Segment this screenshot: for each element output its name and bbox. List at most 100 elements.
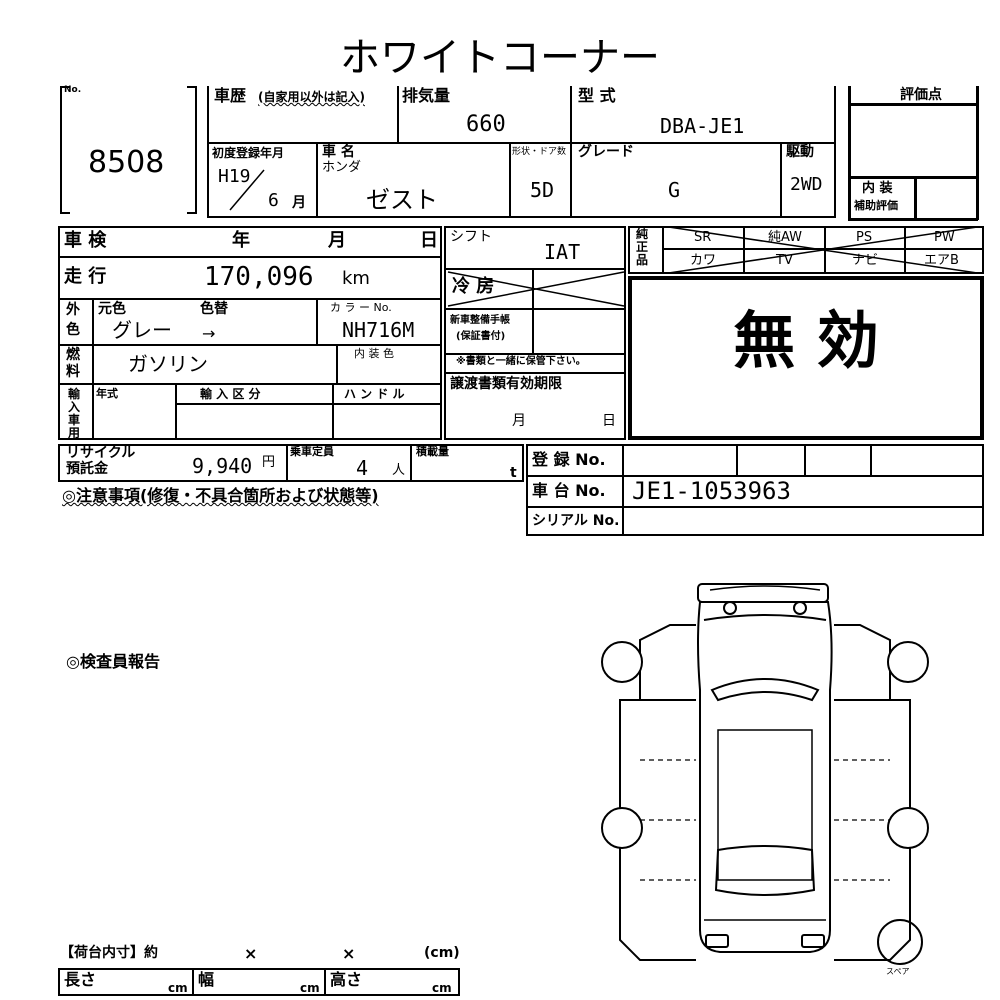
service-book-label-1: 新車整備手帳 xyxy=(450,315,510,326)
recycle-unit: 円 xyxy=(262,455,276,470)
displacement-label: 排気量 xyxy=(402,86,451,105)
service-book-note: ※書類と一緒に保管下さい。 xyxy=(456,356,586,367)
cargo-x2: × xyxy=(342,944,356,963)
equip-leather: カワ xyxy=(690,253,717,268)
capacity-label: 乗車定員 xyxy=(290,445,334,458)
aircon-cross xyxy=(447,271,625,307)
equipment-label: 純正品 xyxy=(636,227,649,267)
interior-score-label: 内 装 xyxy=(862,181,893,196)
cargo-heading: 【荷台内寸】約 xyxy=(60,945,158,961)
transfer-month-unit: 月 xyxy=(512,413,526,429)
wheel-front-left xyxy=(601,641,643,683)
car-name: ゼスト xyxy=(366,186,438,214)
first-reg-month-unit: 月 xyxy=(292,195,306,211)
history-note: (自家用以外は記入) xyxy=(258,90,365,104)
cargo-width-label: 幅 xyxy=(198,970,215,989)
recycle-value: 9,940 xyxy=(192,454,253,478)
aircon-label: 冷 房 xyxy=(452,276,495,297)
transfer-day-unit: 日 xyxy=(602,413,616,429)
fuel-label-1: 燃 xyxy=(66,347,80,363)
equip-alloy: 純AW xyxy=(768,230,803,245)
repaint-value: → xyxy=(202,324,216,343)
wheel-front-right xyxy=(887,641,929,683)
inspection-month-unit: 月 xyxy=(328,230,346,251)
interior-color-label: 内 装 色 xyxy=(354,347,394,360)
model-value: DBA-JE1 xyxy=(660,114,745,138)
lot-bracket-right xyxy=(195,86,197,214)
equip-tv: TV xyxy=(776,253,793,268)
equip-airbag: エアB xyxy=(924,253,959,268)
model-label: 型 式 xyxy=(578,86,616,105)
chassis-label: 車 台 No. xyxy=(532,481,606,500)
spare-tire-icon xyxy=(877,919,923,965)
car-diagram xyxy=(601,583,929,961)
left-side xyxy=(619,699,696,961)
spare-label: スペア xyxy=(886,967,910,976)
equipment-cross xyxy=(662,226,984,274)
registration-label: 登 録 No. xyxy=(532,450,606,469)
lot-bracket-left xyxy=(60,86,62,214)
rear-window xyxy=(714,845,816,896)
transfer-label: 譲渡書類有効期限 xyxy=(450,376,562,392)
recycle-label-1: リサイクル xyxy=(66,445,136,461)
first-reg-label: 初度登録年月 xyxy=(212,146,285,160)
lot-no-label: No. xyxy=(64,85,82,95)
shift-value: IAT xyxy=(544,240,581,264)
notes-heading: ◎注意事項(修復・不具合箇所および状態等) xyxy=(62,486,379,505)
page-title: ホワイトコーナー xyxy=(340,35,660,81)
car-body xyxy=(697,601,833,953)
right-side xyxy=(834,699,911,961)
mileage-label: 走 行 xyxy=(64,266,107,287)
inspection-day-unit: 日 xyxy=(420,230,438,251)
void-stamp: 無 効 xyxy=(733,304,879,377)
cargo-length-cm: cm xyxy=(168,981,188,995)
recycle-label-2: 預託金 xyxy=(66,461,108,477)
exterior-label-2: 色 xyxy=(66,322,80,338)
cargo-height-cm: cm xyxy=(432,981,452,995)
interior-score-sub: 補助評価 xyxy=(854,199,898,212)
equip-sr: SR xyxy=(694,230,712,245)
orig-color: グレー xyxy=(112,318,172,342)
orig-color-label: 元色 xyxy=(98,301,126,317)
wheel-rear-left xyxy=(601,807,643,849)
mileage-value: 170,096 xyxy=(204,262,314,292)
cargo-x1: × xyxy=(244,944,258,963)
windshield xyxy=(710,678,820,702)
load-label: 積載量 xyxy=(416,445,449,458)
load-unit: t xyxy=(510,465,517,481)
displacement-value: 660 xyxy=(466,112,506,137)
score-label: 評価点 xyxy=(900,87,942,103)
inspector-heading: ◎検査員報告 xyxy=(66,652,160,671)
drive-label: 駆動 xyxy=(786,144,814,160)
capacity-value: 4 xyxy=(356,456,369,480)
mileage-unit: km xyxy=(342,268,370,289)
handle-label: ハ ン ド ル xyxy=(344,387,405,401)
void-stamp-box xyxy=(628,276,984,440)
grade-value: G xyxy=(668,178,681,202)
exterior-label-1: 外 xyxy=(66,302,80,318)
color-code: NH716M xyxy=(342,318,415,342)
import-label: 輸入車用 xyxy=(68,387,81,440)
serial-label: シリアル No. xyxy=(532,513,620,529)
service-book-label-2: (保証書付) xyxy=(456,331,506,342)
history-label: 車歴 xyxy=(214,86,247,105)
left-mirror-panel xyxy=(639,624,696,700)
import-year-label: 年式 xyxy=(96,387,118,400)
equip-ps: PS xyxy=(856,230,873,245)
inspection-label: 車 検 xyxy=(64,230,107,251)
cargo-height-label: 高さ xyxy=(330,970,363,989)
lot-number: 8508 xyxy=(88,145,165,180)
first-reg-month: 6 xyxy=(268,190,279,211)
first-reg-era: H19 xyxy=(218,166,251,187)
grade-label: グレード xyxy=(578,144,634,160)
cargo-unit: (cm) xyxy=(424,945,460,961)
equip-pw: PW xyxy=(934,230,955,245)
fuel-value: ガソリン xyxy=(128,352,208,376)
wheel-rear-right xyxy=(887,807,929,849)
repaint-label: 色替 xyxy=(200,301,228,317)
capacity-unit: 人 xyxy=(392,463,406,478)
cargo-length-label: 長さ xyxy=(64,970,97,989)
drive-value: 2WD xyxy=(790,174,823,195)
inspection-year-unit: 年 xyxy=(232,230,250,251)
cargo-width-cm: cm xyxy=(300,981,320,995)
